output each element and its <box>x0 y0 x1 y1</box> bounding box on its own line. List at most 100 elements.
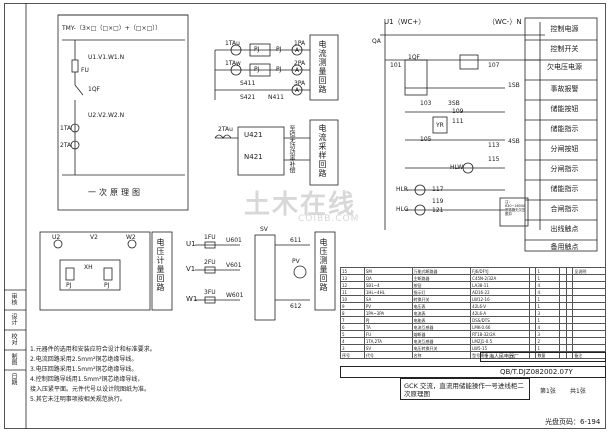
table-cell: 15 <box>340 267 365 275</box>
watermark: 土木在线 <box>244 190 357 220</box>
term-pj3: PJ <box>276 46 282 53</box>
table-cell: 3 <box>535 309 561 317</box>
ct-1taw: 1TAw <box>225 60 241 67</box>
ctrl-hlg: HLG <box>396 206 409 213</box>
vm-v601: V601 <box>226 262 242 269</box>
term-2pa: 2PA <box>294 60 306 67</box>
section-spare-contact: 备用触点 <box>550 243 579 251</box>
ct-1tau: 1TAu <box>225 40 240 47</box>
section-close-indicator: 合闸指示 <box>550 205 579 213</box>
table-cell: LMK-0.66 <box>470 323 530 331</box>
voltage-measure-label: 电压测量回路 <box>319 238 328 292</box>
table-cell: 7 <box>340 316 365 324</box>
sample-n421: N421 <box>244 153 263 161</box>
ctrl-111: 111 <box>452 118 464 125</box>
table-cell: SA <box>363 295 413 303</box>
table-cell: 2 <box>535 337 561 345</box>
table-cell: 按钮 <box>411 281 472 289</box>
footer-page: 光盘页码：6-194 <box>545 418 601 426</box>
vm-u1: U1 <box>186 240 196 248</box>
table-cell: 1 <box>535 316 561 324</box>
strip-draw: 制图 <box>10 353 17 365</box>
vm-u601: U601 <box>226 237 242 244</box>
table-cell: 5 <box>340 330 365 338</box>
table-cell: 电压转换开关 <box>411 344 472 352</box>
strip-date: 日期 <box>10 373 17 385</box>
term-s421: S421 <box>240 94 256 101</box>
table-cell <box>572 288 606 296</box>
table-cell <box>572 316 606 324</box>
table-cell: 1 <box>535 295 561 303</box>
table-cell: 电压表 <box>411 302 472 310</box>
energy-pj1: PJ <box>66 282 72 289</box>
primary-2ta: 2TA <box>60 142 72 149</box>
table-cell: 4 <box>340 337 365 345</box>
table-cell: LW12-16 <box>470 295 530 303</box>
table-cell: LA38-11 <box>470 281 530 289</box>
table-cell: 1PA~3PA <box>363 309 413 317</box>
table-cell: 1HL~4HL <box>363 288 413 296</box>
table-cell: PJ <box>363 316 413 324</box>
table-cell: PV <box>363 302 413 310</box>
term-pj4: PJ <box>276 66 282 73</box>
ctrl-109: 109 <box>452 108 464 115</box>
table-cell <box>572 295 606 303</box>
table-cell: FU <box>363 330 413 338</box>
note-6: 5.其它未注明事项按相关规范执行。 <box>30 396 126 403</box>
ctrl-105: 105 <box>420 136 432 143</box>
sample-device: 至铠无功功率补偿 <box>288 125 295 173</box>
code-cell <box>340 366 606 378</box>
sample-u421: U421 <box>244 131 263 139</box>
energy-pj2: PJ <box>104 282 110 289</box>
ctrl-113: 113 <box>488 142 500 149</box>
strip-review: 审核 <box>10 293 17 305</box>
sheet-no: 第1张 <box>540 388 556 395</box>
meter-a3: A <box>295 87 300 94</box>
ctrl-4sb: 4SB <box>508 138 520 145</box>
ctrl-hlr: HLR <box>396 186 409 193</box>
section-output-contact: 出线触点 <box>550 225 579 233</box>
table-cell: AD16-22 <box>470 288 530 296</box>
table-cell: 3 <box>340 344 365 352</box>
term-1pa: 1PA <box>294 40 306 47</box>
note-5: 接入压紧平面。元件代号以设计院图纸为准。 <box>30 386 151 393</box>
table-cell: 6 <box>340 323 365 331</box>
energy-u2: U2 <box>52 234 61 241</box>
section-charge-indicator: 储能指示 <box>550 125 579 133</box>
energy-v2: V2 <box>90 234 98 241</box>
sheet-total: 共1张 <box>570 388 586 395</box>
term-n411: N411 <box>268 94 284 101</box>
vm-v1: V1 <box>186 265 196 273</box>
table-cell <box>572 337 606 345</box>
table-cell: 转换开关 <box>411 295 472 303</box>
table-cell: 电能表 <box>411 316 472 324</box>
term-3pa: 3PA <box>294 80 306 87</box>
ctrl-hlw: HLW <box>450 164 464 171</box>
table-cell <box>572 330 606 338</box>
table-cell <box>572 302 606 310</box>
term-pj1: PJ <box>254 46 260 53</box>
drawing-code: QB/T.DJZ082002.07Y <box>500 368 573 376</box>
watermark-sub: COIBB.COM <box>298 214 360 224</box>
current-sample-label: 电流采样回路 <box>318 124 327 178</box>
ctrl-u1: U1（WC+） <box>384 18 426 26</box>
term-pj2: PJ <box>254 66 260 73</box>
energy-meter: XH <box>84 264 93 271</box>
table-cell: 1 <box>535 344 561 352</box>
vm-612: 612 <box>290 303 302 310</box>
table-cell: 4 <box>535 323 561 331</box>
table-cell <box>572 323 606 331</box>
drawing-frame <box>4 3 606 429</box>
table-cell: FJ6/DFYJ <box>470 267 530 275</box>
primary-1qf: 1QF <box>88 86 100 93</box>
maker: 上海人民电器厂 <box>484 354 520 360</box>
vm-1fu: 1FU <box>204 234 216 241</box>
